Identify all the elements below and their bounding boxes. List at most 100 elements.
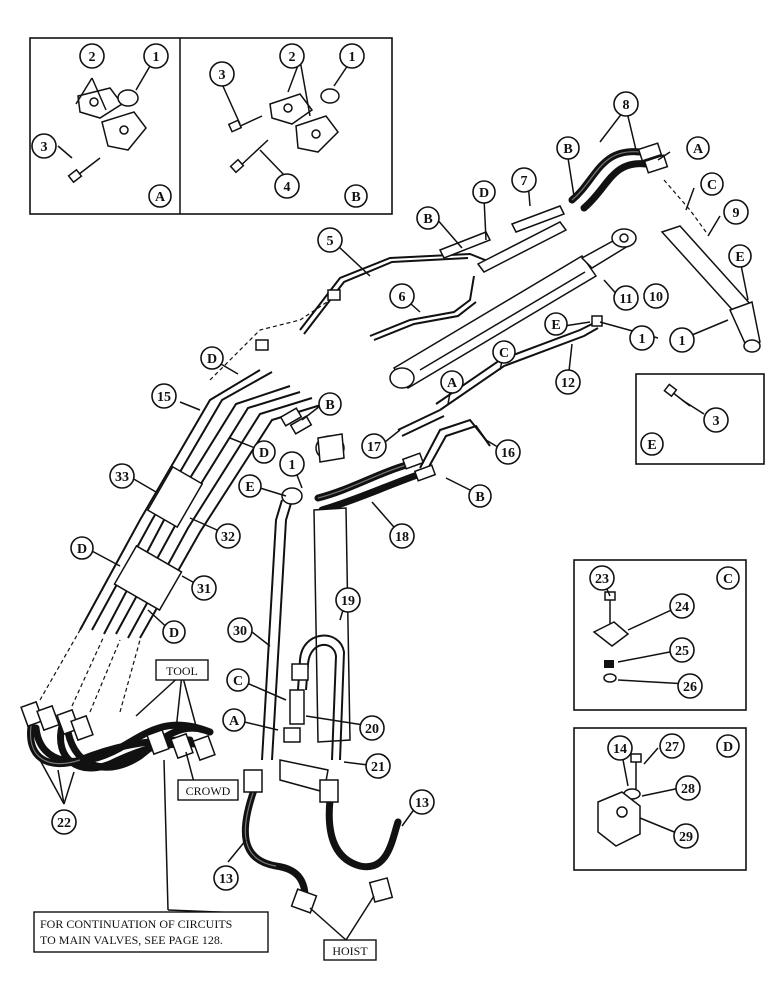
leader-lines [39, 59, 749, 941]
callout-5: 5 [317, 227, 343, 253]
inset-panel-e [635, 373, 765, 465]
svg-text:E: E [551, 318, 560, 333]
callout-17: 17 [361, 433, 387, 459]
continuation-note: FOR CONTINUATION OF CIRCUITS TO MAIN VAL… [33, 911, 269, 953]
callout-letter-c-inset: C [716, 566, 740, 590]
svg-text:28: 28 [681, 782, 695, 797]
label-tool: TOOL [155, 659, 209, 681]
pins-7-tube-d [438, 205, 568, 273]
callout-14: 14 [607, 735, 633, 761]
tube-30 [261, 487, 303, 761]
callout-11: 11 [613, 285, 639, 311]
svg-text:4: 4 [284, 180, 291, 195]
svg-text:30: 30 [233, 624, 247, 639]
callout-20: 20 [359, 715, 385, 741]
callout-letter-d-top: D [472, 180, 496, 204]
svg-text:C: C [707, 178, 717, 193]
svg-text:26: 26 [683, 680, 697, 695]
callout-letter-b-inset: B [344, 184, 368, 208]
callout-18: 18 [389, 523, 415, 549]
callout-1-inset-a: 1 [143, 43, 169, 69]
svg-text:27: 27 [665, 740, 679, 755]
callout-8: 8 [613, 91, 639, 117]
callout-13-right: 13 [409, 789, 435, 815]
boom-fittings [255, 289, 603, 435]
callout-33: 33 [109, 463, 135, 489]
hoses-18 [314, 452, 437, 514]
svg-text:8: 8 [623, 98, 630, 113]
svg-text:E: E [245, 480, 254, 495]
inset-panel-c [573, 559, 747, 711]
callout-letter-c-mid: C [492, 340, 516, 364]
svg-text:B: B [563, 142, 572, 157]
svg-text:3: 3 [713, 414, 720, 429]
svg-text:D: D [77, 542, 87, 557]
svg-text:19: 19 [341, 594, 355, 609]
svg-text:1: 1 [289, 458, 296, 473]
svg-text:D: D [169, 626, 179, 641]
svg-text:20: 20 [365, 722, 379, 737]
callout-letter-e-lower: E [238, 474, 262, 498]
callout-letter-d-left: D [200, 346, 224, 370]
svg-text:TOOL: TOOL [166, 664, 198, 678]
svg-text:24: 24 [675, 600, 689, 615]
svg-text:B: B [325, 398, 334, 413]
callout-letter-d-lower-left: D [70, 536, 94, 560]
svg-text:14: 14 [613, 742, 627, 757]
inset-c-parts [592, 591, 630, 683]
boom-tubes [79, 369, 325, 639]
callout-29: 29 [673, 823, 699, 849]
tube-21-u-bend [283, 634, 346, 761]
svg-text:15: 15 [157, 390, 171, 405]
callout-12: 12 [555, 369, 581, 395]
svg-text:B: B [475, 490, 484, 505]
callout-letter-d-inset: D [716, 734, 740, 758]
svg-text:23: 23 [595, 572, 609, 587]
svg-text:CROWD: CROWD [186, 784, 231, 798]
inset-panel-d [573, 727, 747, 871]
svg-text:A: A [155, 190, 166, 205]
hoist-hoses-13 [241, 769, 402, 914]
svg-text:3: 3 [219, 68, 226, 83]
callout-21: 21 [365, 753, 391, 779]
callout-letter-e-inset: E [640, 432, 664, 456]
callout-24: 24 [669, 593, 695, 619]
inset-a-clamp-parts [67, 87, 147, 184]
callout-3-inset-b: 3 [209, 61, 235, 87]
svg-text:1: 1 [679, 334, 686, 349]
callout-30: 30 [227, 617, 253, 643]
callout-23: 23 [589, 565, 615, 591]
svg-text:31: 31 [197, 582, 211, 597]
hoist-cylinder-19 [279, 433, 351, 793]
svg-text:3: 3 [41, 140, 48, 155]
callout-2-inset-b: 2 [279, 43, 305, 69]
svg-text:17: 17 [367, 440, 381, 455]
stick-cylinder [389, 228, 637, 390]
callout-letter-a-inset: A [148, 184, 172, 208]
svg-text:11: 11 [619, 292, 632, 307]
callout-letter-a-top: A [686, 136, 710, 160]
svg-text:13: 13 [415, 796, 429, 811]
callout-1-inset-b: 1 [339, 43, 365, 69]
inset-b-clamp-parts [227, 88, 340, 174]
inset-panel-a-b [29, 37, 393, 215]
callout-1-mid: 1 [629, 325, 655, 351]
callout-26: 26 [677, 673, 703, 699]
svg-text:12: 12 [561, 376, 575, 391]
svg-text:C: C [499, 346, 509, 361]
svg-text:10: 10 [649, 290, 663, 305]
callout-2-inset-a: 2 [79, 43, 105, 69]
svg-text:A: A [229, 714, 240, 729]
callout-4-inset-b: 4 [274, 173, 300, 199]
callout-letter-b-top: B [556, 136, 580, 160]
svg-text:D: D [259, 446, 269, 461]
svg-text:C: C [233, 674, 243, 689]
svg-text:16: 16 [501, 446, 515, 461]
callout-letter-d-lower: D [162, 620, 186, 644]
tube-12-16-17 [397, 321, 599, 473]
callout-letter-a-mid: A [440, 370, 464, 394]
svg-text:D: D [723, 740, 733, 755]
svg-text:22: 22 [57, 816, 71, 831]
callout-letter-d-mid: D [252, 440, 276, 464]
callout-7: 7 [511, 167, 537, 193]
